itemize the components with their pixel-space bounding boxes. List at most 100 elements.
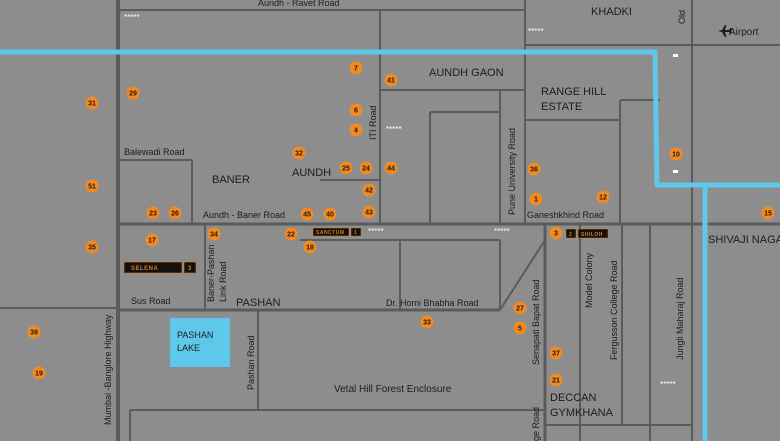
marker-19[interactable]: 19 [32,366,46,380]
svg-text:23: 23 [149,211,157,218]
road-old: Old [677,10,687,24]
svg-text:7: 7 [354,66,358,73]
marker-41[interactable]: 41 [384,73,398,87]
svg-text:41: 41 [387,78,395,85]
marker-45[interactable]: 45 [300,207,314,221]
property-sanctum-number: 1 [354,230,357,236]
stars-3: ***** [386,125,402,134]
marker-43[interactable]: 43 [362,205,376,219]
svg-text:3: 3 [554,231,558,238]
road-senapati-bapat: Senapati Bapat Road [531,279,541,365]
svg-text:6: 6 [354,108,358,115]
marker-12[interactable]: 12 [596,190,610,204]
svg-text:19: 19 [35,371,43,378]
svg-text:37: 37 [552,351,560,358]
svg-text:31: 31 [88,101,96,108]
marker-37[interactable]: 37 [549,346,563,360]
lake-label-1: PASHAN [177,330,213,340]
property-shiloh-number: 2 [569,232,572,238]
road-ganeshkhind: Ganeshkhind Road [527,210,604,220]
stars-2: ***** [528,27,544,36]
road-sus: Sus Road [131,296,171,306]
road-ge: ge Road [531,407,541,441]
marker-40[interactable]: 40 [323,207,337,221]
marker-25[interactable]: 25 [339,161,353,175]
pashan-lake [170,318,230,367]
road-balewadi: Balewadi Road [124,147,185,157]
svg-text:39: 39 [30,330,38,337]
property-selena[interactable]: SELENA 3 [123,261,197,274]
stars-1: ***** [124,13,140,22]
marker-31[interactable]: 31 [85,96,99,110]
svg-text:25: 25 [342,166,350,173]
svg-text:17: 17 [148,238,156,245]
marker-29[interactable]: 29 [126,86,140,100]
road-baner-pashan: Baner-Pashan [206,244,216,302]
svg-text:36: 36 [530,167,538,174]
marker-7[interactable]: 7 [349,61,363,75]
property-shiloh[interactable]: 2 SHILOH [565,228,609,239]
property-sanctum-name: SANCTUM [316,230,345,236]
svg-text:29: 29 [129,91,137,98]
marker-42[interactable]: 42 [362,183,376,197]
area-aundh: AUNDH [292,167,331,179]
area-baner: BANER [212,174,250,186]
marker-36[interactable]: 36 [527,162,541,176]
airport-label: Airport [718,25,759,38]
marker-17[interactable]: 17 [145,233,159,247]
property-labels: SELENA 3 SANCTUM 1 2 SHILOH [123,227,609,274]
marker-6[interactable]: 6 [349,103,363,117]
road-aundh-baner: Aundh - Baner Road [203,210,285,220]
marker-32[interactable]: 32 [292,146,306,160]
property-sanctum[interactable]: SANCTUM 1 [312,227,362,237]
road-homi-bhabha: Dr. Homi Bhabha Road [386,298,479,308]
marker-10[interactable]: 10 [669,147,683,161]
svg-text:22: 22 [287,232,295,239]
marker-24[interactable]: 24 [359,161,373,175]
area-range-hill: RANGE HILL [541,86,606,98]
lake-label-2: LAKE [177,343,200,353]
svg-text:27: 27 [516,306,524,313]
marker-3[interactable]: 3 [549,226,563,240]
area-aundh-gaon: AUNDH GAON [429,67,504,79]
svg-text:15: 15 [764,211,772,218]
airplane-icon [718,25,732,37]
metro-station-marker [673,54,678,57]
svg-text:26: 26 [171,211,179,218]
marker-33[interactable]: 33 [420,315,434,329]
marker-1[interactable]: 1 [529,192,543,206]
marker-5[interactable]: 5 [513,321,527,335]
area-vetal-hill: Vetal Hill Forest Enclosure [334,384,452,395]
marker-34[interactable]: 34 [207,227,221,241]
marker-26[interactable]: 26 [168,206,182,220]
star-markers: ***** ***** ***** ***** ***** ***** [124,13,676,389]
svg-text:45: 45 [303,212,311,219]
marker-39[interactable]: 39 [27,325,41,339]
marker-23[interactable]: 23 [146,206,160,220]
road-jungli-maharaj: Jungli Maharaj Road [675,277,685,360]
marker-15[interactable]: 15 [761,206,775,220]
road-model-colony: Model Colony [584,252,594,308]
svg-text:43: 43 [365,210,373,217]
marker-18[interactable]: 18 [303,240,317,254]
marker-44[interactable]: 44 [384,161,398,175]
marker-51[interactable]: 51 [85,179,99,193]
marker-4[interactable]: 4 [349,123,363,137]
property-selena-number: 3 [188,266,192,272]
svg-text:10: 10 [672,152,680,159]
road-fergusson: Fergusson College Road [609,260,619,360]
marker-21[interactable]: 21 [549,373,563,387]
svg-text:40: 40 [326,212,334,219]
airport-text: Airport [729,27,759,38]
svg-text:21: 21 [552,378,560,385]
road-aundh-ravet: Aundh - Ravet Road [258,0,340,8]
svg-text:12: 12 [599,195,607,202]
road-mumbai-bangalore: Mumbai -Banglore Highway [103,314,113,425]
marker-27[interactable]: 27 [513,301,527,315]
marker-35[interactable]: 35 [85,240,99,254]
metro-line [0,49,780,441]
marker-22[interactable]: 22 [284,227,298,241]
metro-station-marker [673,170,678,173]
